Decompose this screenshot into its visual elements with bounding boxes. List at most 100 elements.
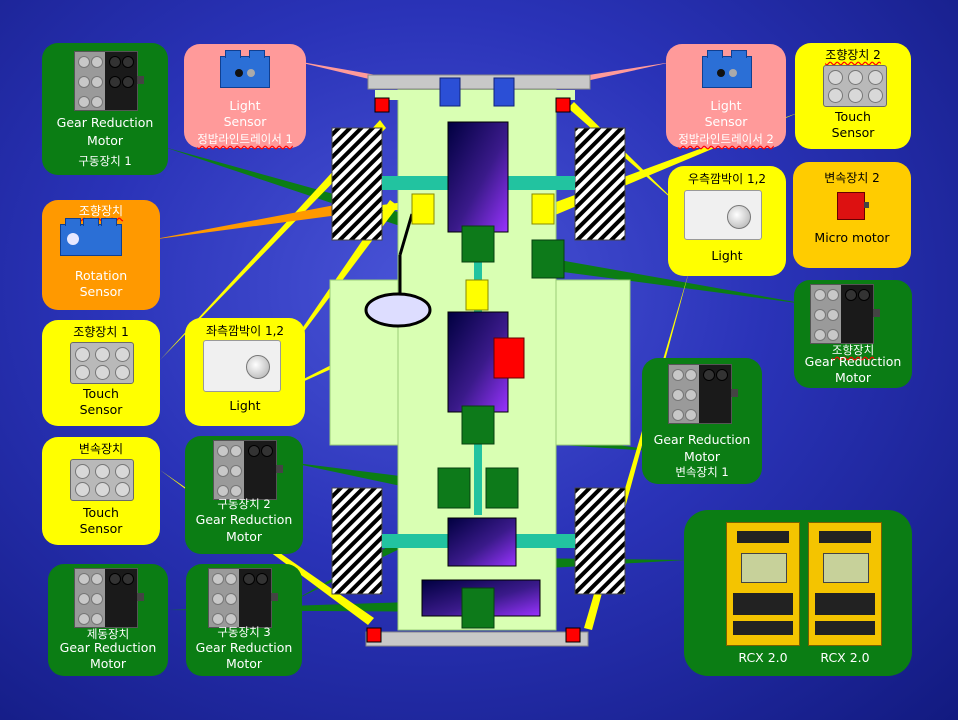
callout-label: Touch	[835, 109, 871, 124]
connector-rotation	[150, 198, 376, 240]
callout-light-right-bumper: 우측깜박이 1,2 Light	[668, 166, 786, 276]
callout-label: Motor	[683, 449, 721, 464]
callout-label: Gear Reduction	[653, 432, 751, 447]
callout-label: Motor	[834, 370, 872, 385]
callout-label: 변속장치	[78, 442, 124, 456]
callout-motor-steer: 조향장치 Gear Reduction Motor	[794, 280, 912, 388]
wheel-rear-left	[331, 487, 383, 595]
callout-label: Motor	[225, 656, 263, 671]
callout-label: 조향장치	[831, 343, 875, 357]
callout-light-left: Light Sensor 정밥라인트레이서 1	[184, 44, 306, 148]
callout-light-right: Light Sensor 정밥라인트레이서 2	[666, 44, 786, 148]
callout-label: Light	[229, 398, 261, 413]
wheel-front-left	[331, 127, 383, 241]
callout-label: Light	[229, 98, 261, 113]
motor-block-gear1	[461, 405, 495, 445]
touch-block-left	[411, 193, 435, 225]
touch-block-right	[531, 193, 555, 225]
callout-touch-steer2: 조향장치 2 Touch Sensor	[795, 43, 911, 149]
callout-label: 구동장치 2	[217, 497, 271, 511]
gear-reduction-motor-icon	[213, 440, 283, 500]
callout-micro-motor: 변속장치 2 Micro motor	[793, 162, 911, 268]
motor-block-drive2	[437, 467, 471, 509]
callout-motor-drive1: Gear Reduction Motor 구동장치 1	[42, 43, 168, 175]
blinker-front-left	[374, 97, 390, 113]
callout-label: Sensor	[79, 402, 123, 417]
callout-label: 변속장치 2	[824, 171, 880, 185]
wheel-front-right	[574, 127, 626, 241]
rcx-brick-icon	[726, 522, 800, 646]
steering-link	[398, 213, 414, 256]
gear-reduction-motor-icon	[74, 51, 144, 111]
block-rear	[447, 517, 517, 567]
callout-label: Micro motor	[814, 230, 890, 245]
callout-label: Gear Reduction	[804, 354, 902, 369]
callout-label: 구동장치 1	[78, 154, 132, 168]
callout-touch-gear: 변속장치 Touch Sensor	[42, 437, 160, 545]
callout-label: 변속장치 1	[675, 465, 729, 479]
callout-label: Sensor	[79, 284, 123, 299]
touch-sensor-icon	[823, 65, 887, 107]
rcx-label: RCX 2.0	[820, 650, 870, 665]
callout-motor-brake: 제동장치 Gear Reduction Motor	[48, 564, 168, 676]
blinker-rear-right	[565, 627, 581, 643]
callout-label: Motor	[89, 656, 127, 671]
callout-rotation: 조향장치 Rotation Sensor	[42, 200, 160, 310]
touch-block-gear	[465, 279, 489, 311]
blinker-front-right	[555, 97, 571, 113]
callout-rcx: RCX 2.0 RCX 2.0	[684, 510, 912, 676]
callout-label: Rotation	[74, 268, 128, 283]
gear-reduction-motor-icon	[74, 568, 144, 628]
callout-touch-steer1: 조향장치 1 Touch Sensor	[42, 320, 160, 426]
connector-touch-steer1	[160, 120, 386, 360]
gear-reduction-motor-icon	[208, 568, 278, 628]
blinker-rear-left	[366, 627, 382, 643]
callout-label: 좌측깜박이 1,2	[205, 324, 285, 338]
rear-bumper	[365, 631, 589, 647]
callout-label: Gear Reduction	[195, 640, 293, 655]
callout-label: 정밥라인트레이서 1	[197, 132, 293, 146]
micro-motor-icon	[837, 192, 869, 220]
micro-motor-block	[493, 337, 525, 379]
light-sensor-icon	[702, 50, 752, 88]
motor-block-drive3	[485, 467, 519, 509]
gear-reduction-motor-icon	[668, 364, 738, 424]
touch-sensor-icon	[70, 342, 134, 384]
block-front	[447, 121, 509, 233]
motor-block-steer	[531, 239, 565, 279]
callout-label: Sensor	[704, 114, 748, 129]
callout-light-left-bumper: 좌측깜박이 1,2 Light	[185, 318, 305, 426]
callout-label: Light	[711, 248, 743, 263]
steering-wheel	[364, 292, 432, 328]
callout-label: 우측깜박이 1,2	[687, 172, 767, 186]
connector-motor-steer	[548, 258, 812, 305]
callout-label: Gear Reduction	[59, 640, 157, 655]
light-sensor-block-left	[439, 77, 461, 107]
callout-label: 제동장치	[86, 627, 130, 641]
callout-label: Light	[710, 98, 742, 113]
callout-label: Sensor	[223, 114, 267, 129]
callout-label: Sensor	[831, 125, 875, 140]
callout-label: Touch	[83, 386, 119, 401]
callout-label: 조향장치 2	[825, 48, 881, 62]
light-sensor-icon	[220, 50, 270, 88]
wheel-rear-right	[574, 487, 626, 595]
light-sensor-block-right	[493, 77, 515, 107]
touch-sensor-icon	[70, 459, 134, 501]
rotation-sensor-icon	[60, 218, 122, 256]
callout-label: Motor	[86, 133, 124, 148]
callout-label: 조향장치	[78, 204, 124, 218]
callout-label: 조향장치 1	[73, 325, 129, 339]
callout-label: Motor	[225, 529, 263, 544]
light-sensor-icon	[203, 340, 281, 392]
rcx-label: RCX 2.0	[738, 650, 788, 665]
gear-reduction-motor-icon	[810, 284, 880, 344]
callout-motor-drive3: 구동장치 3 Gear Reduction Motor	[186, 564, 302, 676]
motor-block-brake	[461, 587, 495, 629]
callout-label: Sensor	[79, 521, 123, 536]
callout-label: Gear Reduction	[56, 115, 154, 130]
light-sensor-icon	[684, 190, 762, 240]
callout-label: Gear Reduction	[195, 512, 293, 527]
callout-motor-drive2: 구동장치 2 Gear Reduction Motor	[185, 436, 303, 554]
